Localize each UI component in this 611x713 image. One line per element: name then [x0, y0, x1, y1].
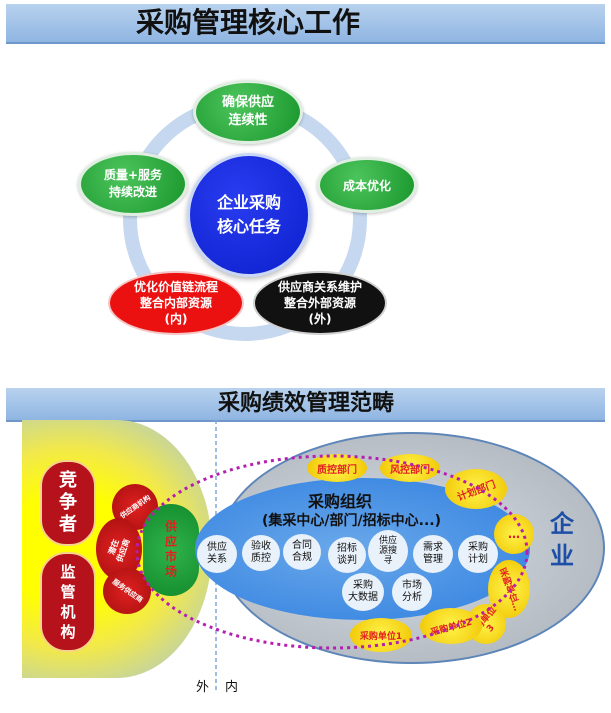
item-supply-relation-1: 供应 — [207, 542, 227, 553]
unit-1-node: 采购单位1 — [350, 618, 412, 652]
dept-risk-label: 风控部门 — [390, 464, 430, 476]
outer-label: 外 — [196, 680, 210, 695]
item-plan: 采购计划 — [458, 535, 498, 573]
service-supplier-node: 服务供应商 — [103, 568, 151, 614]
org-title: 采购组织 — [308, 492, 373, 511]
competitor-char-3: 者 — [59, 514, 77, 535]
item-market-1: 市场 — [402, 580, 422, 591]
enterprise-label: 企 业 — [550, 508, 574, 572]
unit-2-node: 采购单位2 — [420, 608, 482, 644]
external-line-2: 整合外部资源 — [283, 296, 356, 310]
item-market: 市场分析 — [392, 573, 432, 611]
item-supply-relation: 供应关系 — [197, 535, 237, 573]
center-line-1: 企业采购 — [216, 193, 281, 212]
internal-line-2: 整合内部资源 — [139, 296, 212, 310]
item-bidding-1: 招标 — [337, 543, 357, 554]
supply-market-label: 供应市场 — [163, 520, 178, 580]
competitor-node: 竞 争 者 — [40, 460, 96, 546]
item-demand: 需求管理 — [413, 535, 453, 573]
item-contract-1: 合同 — [292, 540, 312, 551]
top-title: 采购管理核心工作 — [136, 6, 361, 39]
supply-continuity-line-1: 确保供应 — [221, 95, 274, 110]
dept-quality-label: 质控部门 — [317, 464, 357, 476]
center-node: 企业采购 核心任务 — [187, 153, 311, 277]
supply-market-node: 供应市场 — [143, 504, 199, 596]
regulator-char-2: 管 — [60, 583, 76, 601]
item-demand-1: 需求 — [423, 542, 443, 553]
bottom-title-banner: 采购绩效管理范畴 — [6, 388, 605, 422]
item-inspection: 验收质控 — [242, 535, 280, 571]
item-sourcing-1: 供应 — [378, 536, 397, 546]
supply-continuity-node: 确保供应 连续性 — [193, 80, 303, 144]
org-subtitle: (集采中心/部门/招标中心...) — [262, 513, 441, 529]
top-title-banner: 采购管理核心工作 — [6, 4, 605, 44]
item-bigdata: 采购大数据 — [342, 573, 384, 611]
item-inspection-2: 质控 — [251, 553, 271, 564]
dept-more-node: … — [494, 514, 534, 554]
item-sourcing: 供应源搜寻 — [368, 530, 408, 572]
item-plan-2: 计划 — [468, 554, 488, 565]
external-line-3: (外) — [308, 312, 332, 326]
unit-1-label: 采购单位1 — [359, 631, 403, 642]
quality-line-1: 质量+服务 — [103, 168, 163, 182]
dept-risk-node: 风控部门 — [380, 454, 440, 482]
competitor-char-1: 竞 — [59, 470, 77, 491]
item-bidding-2: 谈判 — [337, 555, 357, 566]
enterprise-char-1: 企 — [550, 510, 574, 538]
quality-line-2: 持续改进 — [108, 185, 157, 199]
center-line-2: 核心任务 — [216, 217, 281, 236]
item-demand-2: 管理 — [423, 554, 443, 565]
cost-node: 成本优化 — [317, 157, 417, 213]
item-bigdata-1: 采购 — [353, 580, 373, 591]
regulator-node: 监 管 机 构 — [40, 552, 96, 652]
item-sourcing-3: 寻 — [383, 556, 393, 566]
dept-more-label: … — [508, 527, 520, 541]
regulator-char-3: 机 — [60, 603, 76, 621]
competitor-char-2: 争 — [59, 492, 77, 513]
cost-label: 成本优化 — [342, 178, 391, 193]
item-plan-1: 采购 — [468, 542, 488, 553]
dept-quality-node: 质控部门 — [307, 454, 367, 482]
item-sourcing-2: 源搜 — [378, 546, 397, 556]
item-inspection-1: 验收 — [251, 541, 271, 552]
external-line-1: 供应商关系维护 — [277, 280, 362, 294]
item-bigdata-2: 大数据 — [348, 592, 378, 603]
internal-line-3: (内) — [164, 312, 188, 326]
inner-label: 内 — [225, 680, 239, 695]
item-contract-2: 合规 — [292, 552, 312, 563]
regulator-char-4: 构 — [60, 623, 76, 641]
item-contract: 合同合规 — [283, 534, 321, 570]
item-supply-relation-2: 关系 — [207, 554, 227, 565]
quality-node: 质量+服务 持续改进 — [78, 152, 188, 216]
internal-line-1: 优化价值链流程 — [133, 280, 218, 294]
supply-continuity-line-2: 连续性 — [228, 113, 268, 128]
dept-plan-node: 计划部门 — [445, 469, 507, 509]
regulator-char-1: 监 — [60, 563, 76, 581]
enterprise-char-2: 业 — [550, 542, 574, 570]
item-bidding: 招标谈判 — [328, 537, 366, 573]
bottom-title: 采购绩效管理范畴 — [218, 391, 395, 416]
external-node: 供应商关系维护 整合外部资源 (外) — [253, 271, 387, 335]
internal-node: 优化价值链流程 整合内部资源 (内) — [108, 271, 244, 335]
item-market-2: 分析 — [402, 592, 422, 603]
